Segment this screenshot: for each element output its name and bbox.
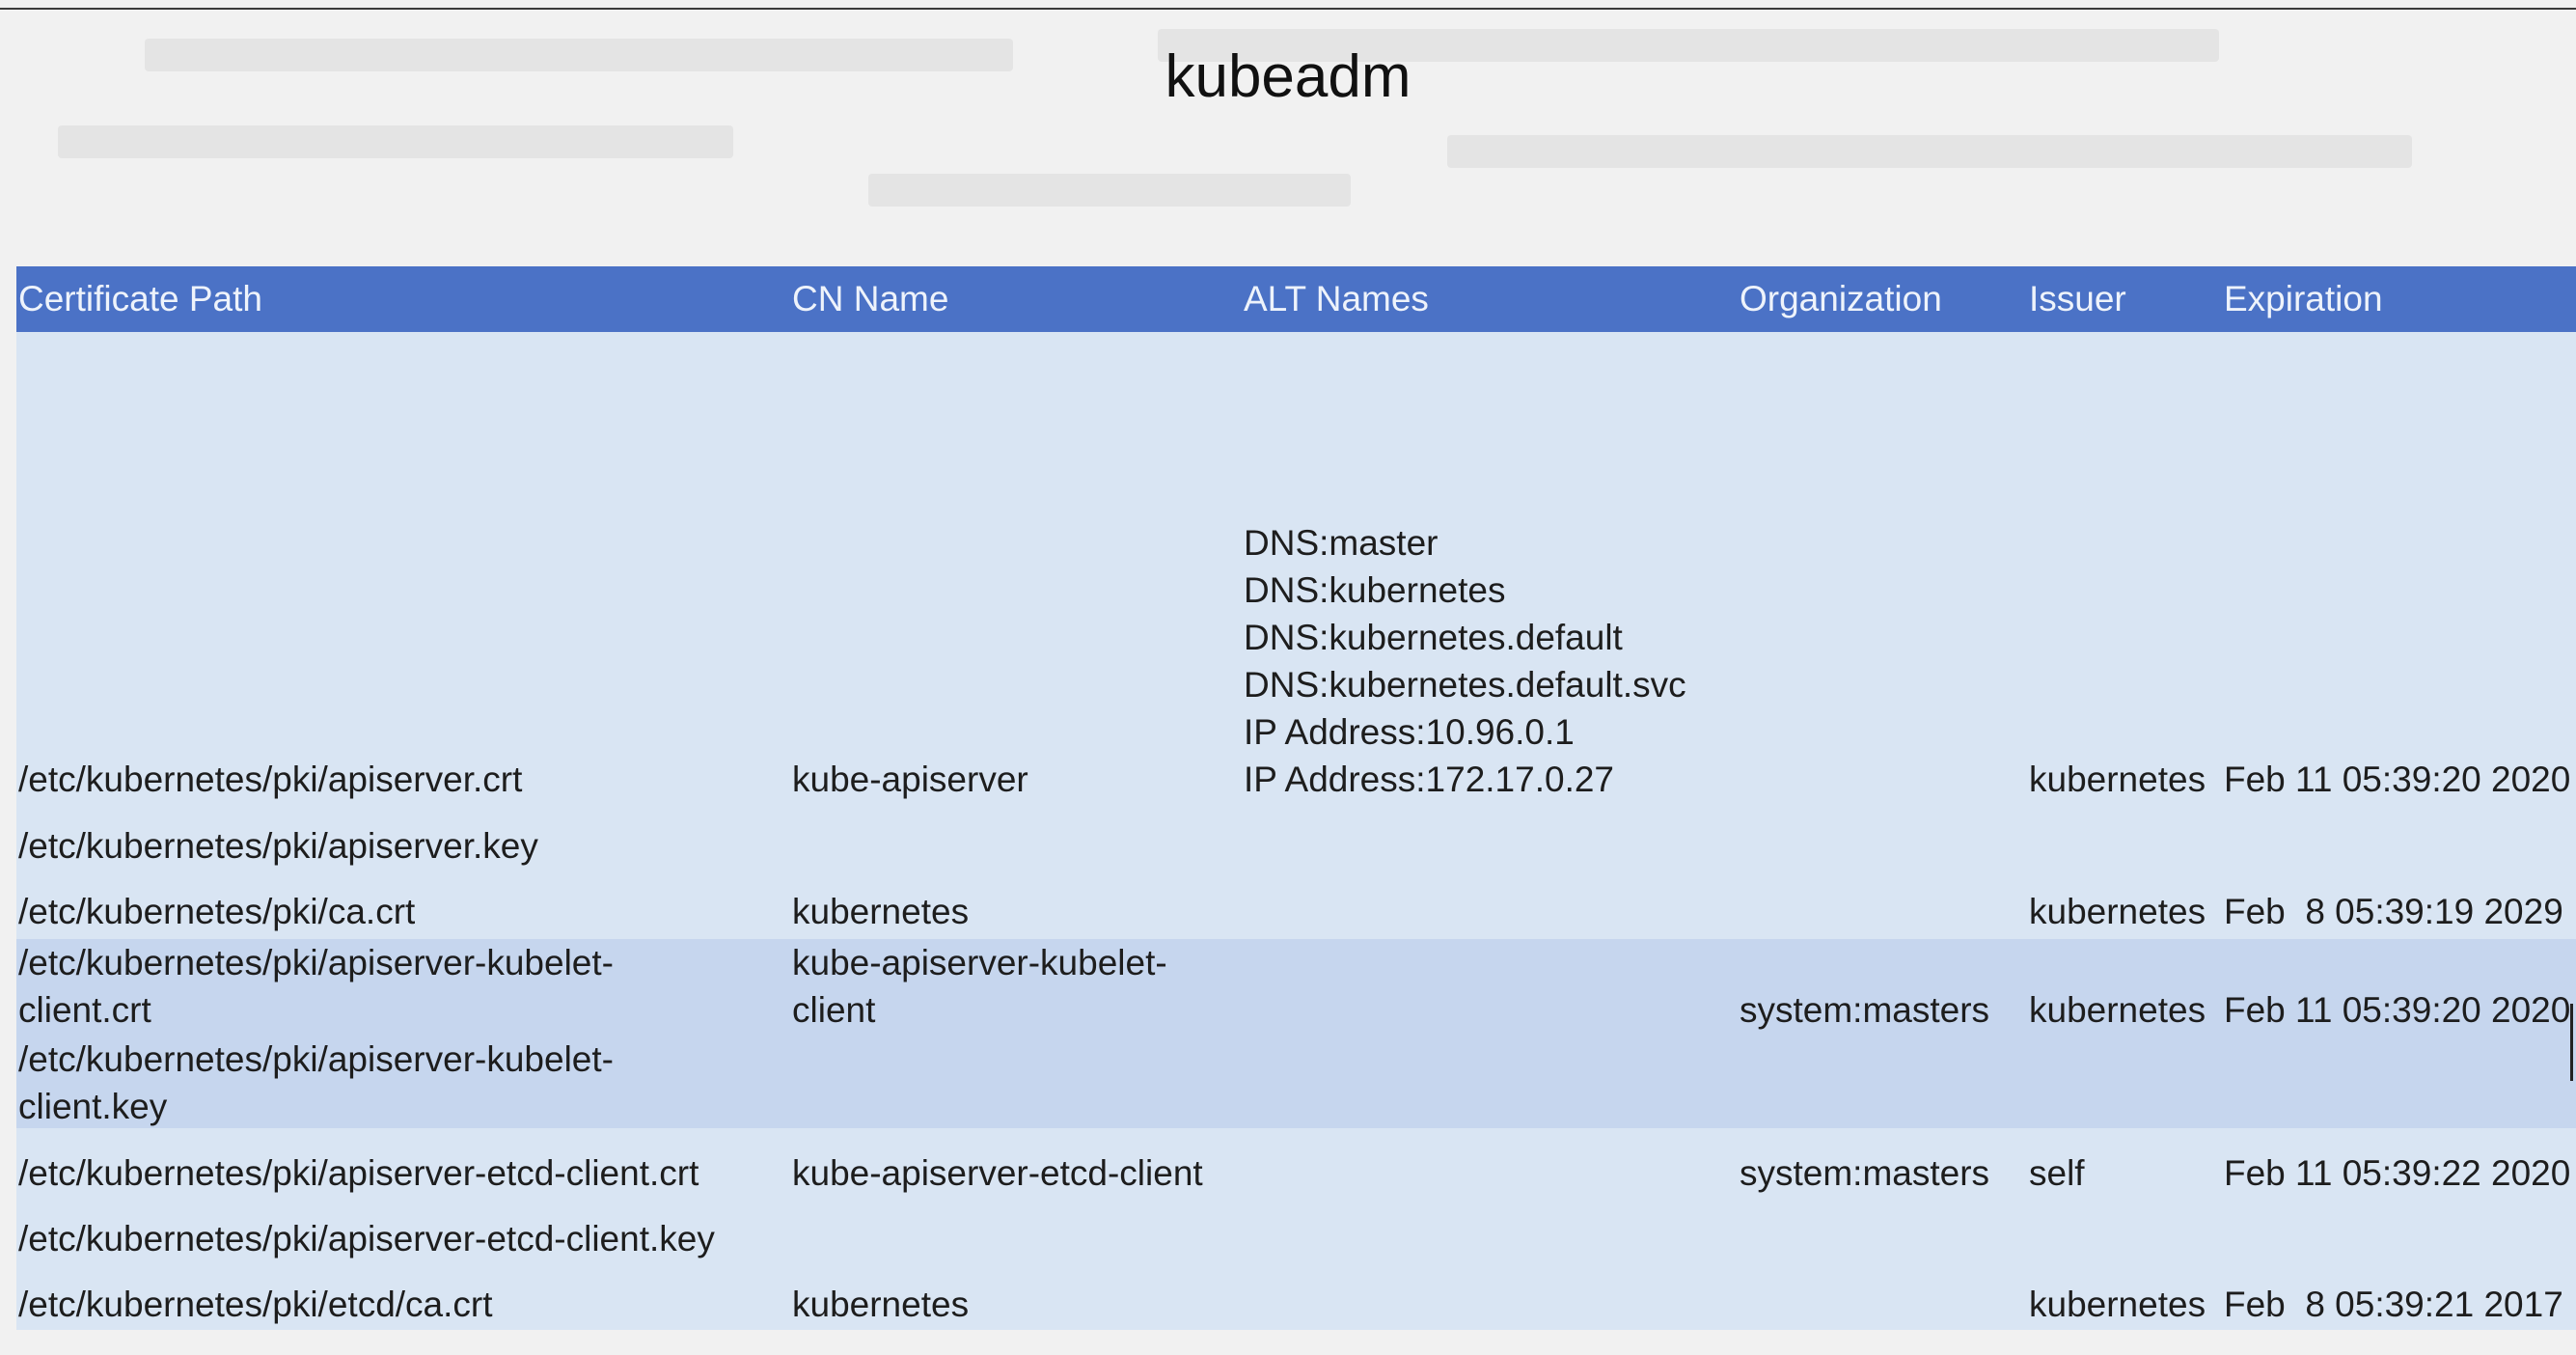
header-cn-name: CN Name bbox=[792, 279, 949, 318]
header-certificate-path: Certificate Path bbox=[18, 279, 262, 318]
cert-path-line: /etc/kubernetes/pki/apiserver-kubelet- bbox=[18, 1039, 614, 1079]
cn-name: kube-apiserver bbox=[792, 760, 1028, 799]
issuer: kubernetes bbox=[2029, 892, 2206, 931]
alt-name: IP Address:10.96.0.1 bbox=[1244, 712, 1575, 752]
alt-name: DNS:kubernetes.default.svc bbox=[1244, 665, 1686, 705]
cert-path: /etc/kubernetes/pki/apiserver.key bbox=[18, 826, 538, 866]
organization: system:masters bbox=[1740, 990, 1990, 1030]
top-border bbox=[0, 8, 2576, 10]
cert-path: /etc/kubernetes/pki/apiserver.crt bbox=[18, 760, 523, 799]
cn-name: kubernetes bbox=[792, 1285, 970, 1324]
issuer: self bbox=[2029, 1153, 2085, 1193]
organization: system:masters bbox=[1740, 1153, 1990, 1193]
cn-name: kube-apiserver-etcd-client bbox=[792, 1153, 1203, 1193]
expiration: Feb 11 05:39:22 2020 bbox=[2224, 1153, 2571, 1193]
header-expiration: Expiration bbox=[2224, 279, 2383, 318]
page-title: kubeadm bbox=[1165, 43, 1411, 110]
cn-name-line: kube-apiserver-kubelet- bbox=[792, 943, 1167, 982]
cert-path-line: client.crt bbox=[18, 990, 151, 1030]
expiration: Feb 11 05:39:20 2020 bbox=[2224, 760, 2571, 799]
expiration: Feb 11 05:39:20 2020 bbox=[2224, 990, 2571, 1030]
certificate-table: Certificate Path CN Name ALT Names Organ… bbox=[16, 266, 2576, 1330]
cert-path: /etc/kubernetes/pki/apiserver-etcd-clien… bbox=[18, 1219, 715, 1258]
cn-name: kubernetes bbox=[792, 892, 970, 931]
issuer: kubernetes bbox=[2029, 760, 2206, 799]
text-cursor bbox=[2570, 1004, 2573, 1081]
alt-name: DNS:kubernetes.default bbox=[1244, 618, 1623, 657]
expiration: Feb 8 05:39:19 2029 bbox=[2224, 892, 2563, 931]
cert-path: /etc/kubernetes/pki/ca.crt bbox=[18, 892, 416, 931]
header-alt-names: ALT Names bbox=[1244, 279, 1429, 318]
background-ghost-text bbox=[0, 19, 2576, 241]
issuer: kubernetes bbox=[2029, 1285, 2206, 1324]
cert-path: /etc/kubernetes/pki/apiserver-etcd-clien… bbox=[18, 1153, 699, 1193]
highlighted-row-band bbox=[16, 939, 2576, 1128]
cn-name-line: client bbox=[792, 990, 876, 1030]
cert-path-line: client.key bbox=[18, 1087, 168, 1126]
header-organization: Organization bbox=[1740, 279, 1942, 318]
alt-name: DNS:kubernetes bbox=[1244, 570, 1506, 610]
alt-name: IP Address:172.17.0.27 bbox=[1244, 760, 1615, 799]
table-header: Certificate Path CN Name ALT Names Organ… bbox=[16, 266, 2576, 332]
header-issuer: Issuer bbox=[2029, 279, 2126, 318]
issuer: kubernetes bbox=[2029, 990, 2206, 1030]
cert-path-line: /etc/kubernetes/pki/apiserver-kubelet- bbox=[18, 943, 614, 982]
cert-path: /etc/kubernetes/pki/etcd/ca.crt bbox=[18, 1285, 493, 1324]
alt-name: DNS:master bbox=[1244, 523, 1439, 563]
expiration: Feb 8 05:39:21 2017 bbox=[2224, 1285, 2563, 1324]
